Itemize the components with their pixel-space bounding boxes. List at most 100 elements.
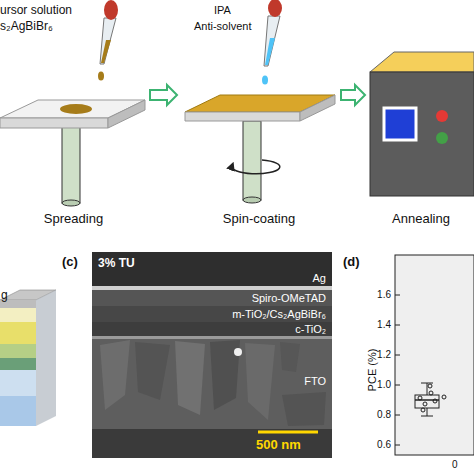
substrate-front bbox=[0, 118, 108, 128]
tick-label: 1.2 bbox=[377, 349, 391, 360]
stack-layer bbox=[0, 322, 36, 344]
whisker bbox=[427, 408, 428, 416]
antisolvent-drop bbox=[262, 76, 268, 85]
dropper-tube bbox=[264, 16, 280, 66]
layer-label: FTO bbox=[304, 375, 326, 387]
tick bbox=[395, 445, 400, 446]
figure-label: Anti-solvent bbox=[194, 20, 251, 32]
display-panel bbox=[384, 108, 416, 140]
data-point bbox=[442, 395, 446, 399]
substrate-front bbox=[185, 112, 300, 121]
stack-layer bbox=[0, 344, 36, 358]
whisker-cap bbox=[421, 416, 433, 417]
hotplate-top bbox=[370, 52, 474, 72]
precursor-puddle bbox=[60, 104, 92, 114]
tick-label: 1.6 bbox=[377, 289, 391, 300]
plot-frame bbox=[395, 255, 474, 455]
layer-label: m-TiO₂/Cs₂AgBiBr₆ bbox=[232, 308, 326, 320]
figure-label: s₂AgBiBr₆ bbox=[0, 20, 53, 33]
tick bbox=[395, 325, 400, 326]
annealing-illustration bbox=[370, 52, 474, 196]
substrate-side bbox=[108, 100, 145, 128]
dropper-liquid bbox=[265, 38, 275, 65]
pipette-liquid bbox=[101, 40, 111, 63]
data-point bbox=[433, 399, 437, 403]
tick bbox=[395, 355, 400, 356]
hotplate-body bbox=[370, 72, 474, 196]
figure-label: 500 nm bbox=[256, 438, 301, 452]
chuck-shaft bbox=[62, 126, 80, 203]
sem-image bbox=[92, 252, 332, 458]
data-point bbox=[423, 402, 427, 406]
fto-grain bbox=[280, 342, 300, 372]
step-caption: Annealing bbox=[392, 211, 450, 226]
pipette-tube bbox=[100, 18, 116, 64]
spreading-illustration bbox=[0, 0, 145, 206]
tick-label: 0 bbox=[452, 459, 458, 470]
fto-grain bbox=[135, 342, 170, 400]
figure-label: g bbox=[1, 289, 8, 302]
figure-label: ursor solution bbox=[0, 4, 72, 17]
green-button bbox=[436, 132, 448, 144]
layer-label: Spiro-OMeTAD bbox=[252, 292, 326, 304]
flow-arrow bbox=[150, 85, 177, 105]
step-caption: Spreading bbox=[44, 211, 103, 226]
tick-label: 0.8 bbox=[377, 409, 391, 420]
chuck-shaft bbox=[243, 121, 261, 200]
layer-label: Ag bbox=[313, 272, 326, 284]
whisker-cap bbox=[421, 383, 433, 384]
fto-grain bbox=[282, 392, 326, 426]
process-step: Spreading bbox=[0, 0, 147, 232]
sem-background bbox=[92, 252, 332, 458]
process-step: Annealing bbox=[368, 0, 474, 232]
fto-grain bbox=[175, 341, 205, 415]
data-point bbox=[428, 384, 432, 388]
tick-label: 1.4 bbox=[377, 319, 391, 330]
pipette-bulb bbox=[104, 0, 118, 20]
device-stack bbox=[0, 290, 56, 426]
data-point bbox=[421, 408, 425, 412]
ctio2-layer bbox=[92, 336, 332, 339]
fto-layer bbox=[92, 339, 332, 429]
flow-arrow bbox=[341, 85, 365, 105]
stack-layer bbox=[0, 396, 36, 426]
perovskite-layer bbox=[92, 306, 332, 322]
fto-grain bbox=[245, 343, 275, 420]
figure-label: (c) bbox=[62, 255, 78, 269]
box bbox=[415, 395, 439, 408]
stack-layer bbox=[0, 370, 36, 396]
precursor-drop bbox=[98, 72, 104, 81]
whisker bbox=[427, 383, 428, 395]
tick-label: 0.6 bbox=[377, 439, 391, 450]
pce-plot bbox=[395, 255, 474, 455]
figure-label: IPA bbox=[214, 4, 231, 16]
glass-layer bbox=[92, 429, 332, 458]
layer-label: c-TiO₂ bbox=[295, 323, 326, 335]
stack-layer bbox=[0, 308, 36, 322]
red-button bbox=[436, 110, 448, 122]
tick-label: 1.0 bbox=[377, 379, 391, 390]
stack-side bbox=[36, 290, 56, 426]
fto-grain bbox=[100, 340, 130, 410]
figure-label: (d) bbox=[343, 255, 360, 269]
stack-layer bbox=[0, 358, 36, 370]
process-step: Spin-coating bbox=[180, 0, 338, 232]
dropper-bulb bbox=[268, 0, 282, 17]
tick bbox=[395, 295, 400, 296]
chuck-base bbox=[243, 197, 261, 203]
particle bbox=[234, 348, 242, 356]
rotation-arrow bbox=[232, 160, 280, 174]
ctio2-region bbox=[92, 322, 332, 336]
spin-coating-illustration bbox=[185, 0, 335, 203]
substrate-side bbox=[300, 95, 335, 121]
ag-layer bbox=[92, 286, 332, 290]
chuck-base bbox=[62, 200, 80, 206]
tick bbox=[395, 415, 400, 416]
axis-title: PCE (%) bbox=[366, 349, 378, 392]
data-point bbox=[429, 391, 433, 395]
step-caption: Spin-coating bbox=[223, 211, 295, 226]
